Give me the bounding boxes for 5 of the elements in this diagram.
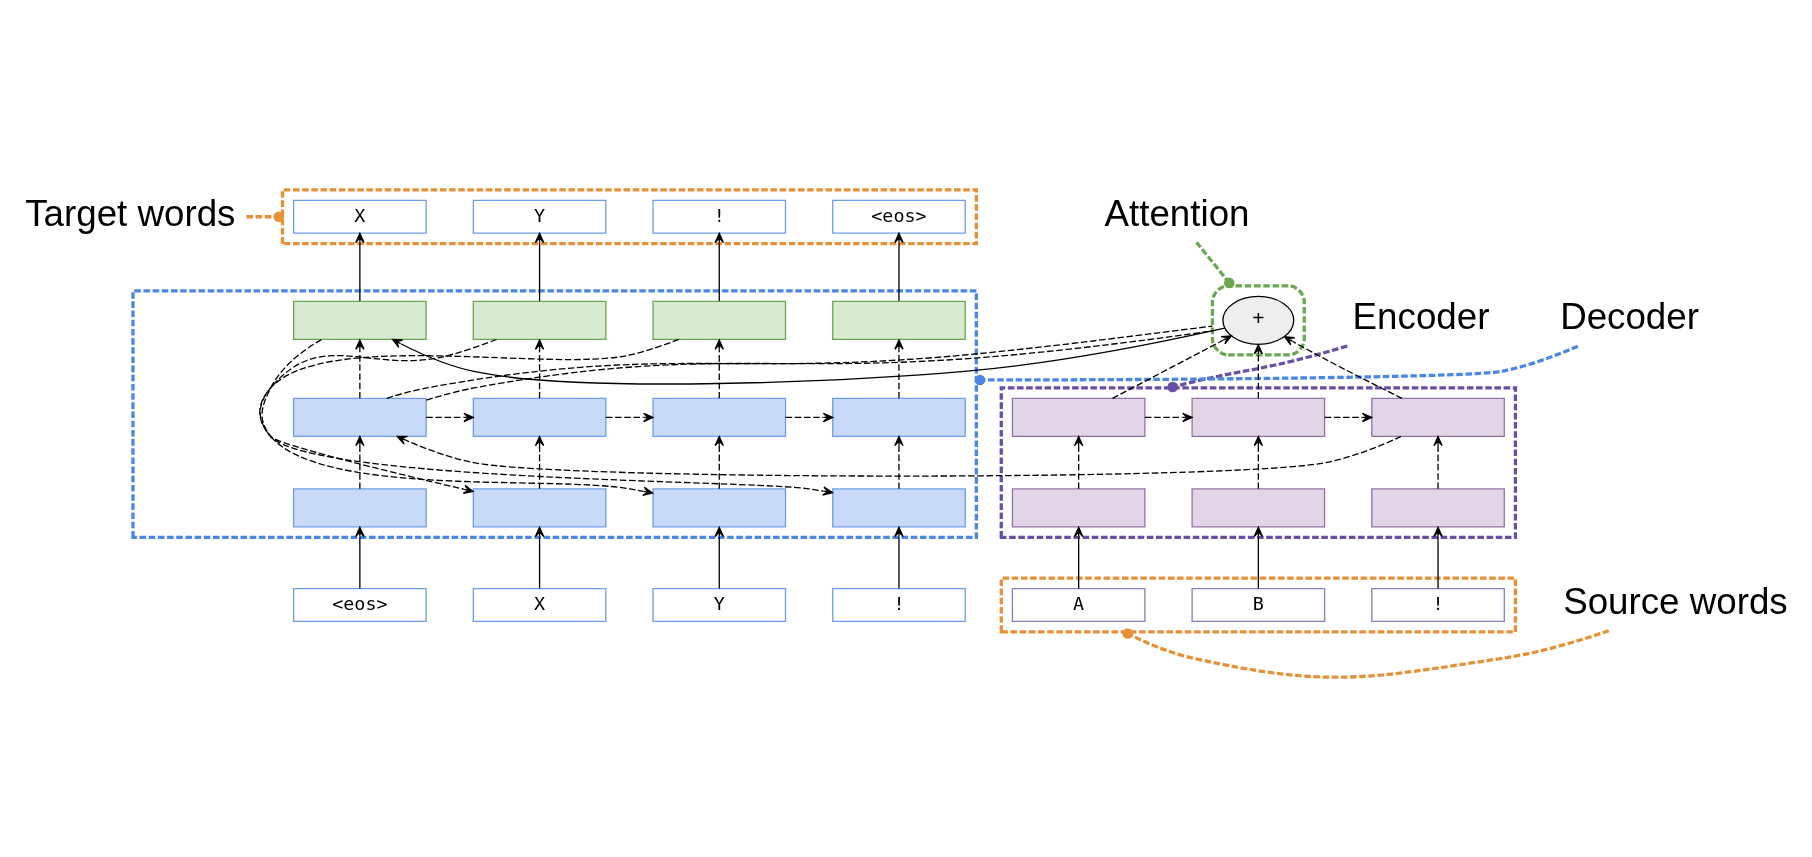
node-text: Target words xyxy=(24,192,235,234)
node-text: Decoder xyxy=(1559,296,1699,338)
node-text: Encoder xyxy=(1352,296,1489,338)
node-text: Attention xyxy=(1104,192,1250,234)
node-text: Source words xyxy=(1562,581,1788,623)
